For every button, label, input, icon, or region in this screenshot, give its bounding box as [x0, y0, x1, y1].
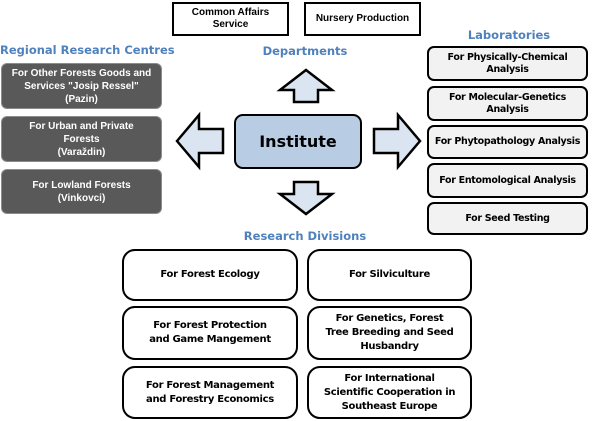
regional-centre-line: Forests [63, 133, 100, 145]
lab-label: For Seed Testing [465, 212, 550, 224]
dept-common-affairs-service: Common Affairs Service [172, 2, 289, 36]
lab-seed-testing: For Seed Testing [427, 202, 588, 235]
departments-heading: Departments [262, 44, 348, 58]
regional-centre-line: For Urban and Private [29, 120, 134, 132]
lab-physically-chemical: For Physically-Chemical Analysis [427, 46, 588, 81]
arrow-left-icon [175, 111, 225, 171]
regional-centre-line: Services "Josip Ressel" [24, 80, 139, 92]
regional-centre-line: For Lowland Forests [32, 179, 131, 191]
division-label: For Genetics, Forest Tree Breeding and S… [325, 313, 454, 352]
division-genetics: For Genetics, Forest Tree Breeding and S… [307, 306, 472, 360]
division-international-cooperation: For International Scientific Cooperation… [307, 366, 472, 419]
regional-centre-line: For Other Forests Goods and [11, 67, 152, 79]
institute-label: Institute [259, 132, 337, 151]
regional-centre-location: (Vinkovci) [57, 192, 106, 204]
dept-label: Common Affairs Service [191, 7, 270, 30]
regional-centre-location: (Varaždin) [57, 146, 106, 158]
regional-centre-varazdin: For Urban and Private Forests (Varaždin) [1, 116, 162, 162]
research-divisions-heading: Research Divisions [243, 229, 367, 243]
regional-centre-pazin: For Other Forests Goods and Services "Jo… [1, 63, 162, 109]
lab-entomological: For Entomological Analysis [427, 163, 588, 198]
division-label: For Forest Ecology [160, 269, 260, 280]
institute-box: Institute [234, 114, 362, 169]
lab-molecular-genetics: For Molecular-Genetics Analysis [427, 86, 588, 121]
division-forest-management: For Forest Management and Forestry Econo… [122, 366, 298, 419]
division-label: For International Scientific Cooperation… [323, 372, 456, 412]
dept-nursery-production: Nursery Production [304, 2, 421, 36]
division-label: For Forest Protection and Game Mangement [149, 320, 271, 345]
lab-label: For Molecular-Genetics Analysis [449, 91, 566, 115]
arrow-right-icon [372, 111, 422, 171]
division-silviculture: For Silviculture [307, 249, 472, 301]
division-forest-protection: For Forest Protection and Game Mangement [122, 306, 298, 360]
arrow-down-icon [276, 180, 336, 216]
regional-centre-location: (Pazin) [65, 93, 98, 105]
division-label: For Forest Management and Forestry Econo… [145, 379, 275, 405]
division-forest-ecology: For Forest Ecology [122, 249, 298, 301]
regional-centres-heading: Regional Research Centres [0, 43, 175, 57]
lab-label: For Physically-Chemical Analysis [447, 51, 568, 75]
laboratories-heading: Laboratories [467, 28, 551, 42]
dept-label: Nursery Production [315, 13, 410, 24]
lab-phytopathology: For Phytopathology Analysis [427, 125, 588, 159]
lab-label: For Phytopathology Analysis [434, 136, 581, 147]
arrow-up-icon [276, 68, 336, 104]
regional-centre-vinkovci: For Lowland Forests (Vinkovci) [1, 169, 162, 214]
lab-label: For Entomological Analysis [439, 174, 576, 186]
division-label: For Silviculture [348, 269, 430, 280]
